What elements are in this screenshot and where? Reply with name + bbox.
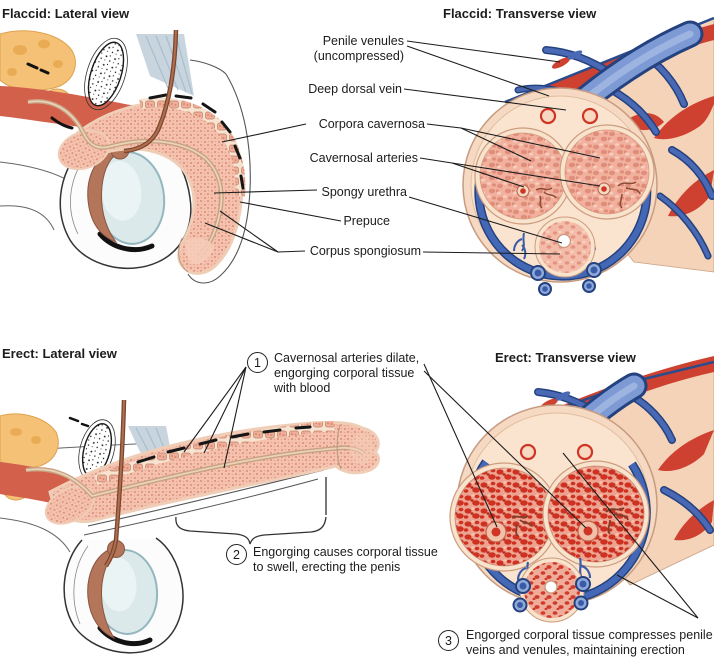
label-deep-dorsal-vein: Deep dorsal vein — [308, 82, 402, 96]
penile-skin-contour — [187, 73, 251, 284]
spongy-urethra-lumen — [544, 580, 558, 594]
erect-shaft — [48, 420, 380, 523]
urethral-vessels — [530, 262, 602, 296]
corpus-cavernosum-left — [479, 132, 567, 220]
corpus-cavernosum-right — [564, 129, 650, 215]
dorsal-artery — [519, 443, 537, 461]
label-prepuce: Prepuce — [343, 214, 390, 228]
helicine-arteries — [511, 507, 629, 537]
engorged-corpus-cavernosum-left — [454, 467, 554, 567]
label-penile-venules: Penile venules (uncompressed) — [313, 34, 404, 63]
label-corpora-cavernosa: Corpora cavernosa — [318, 117, 425, 131]
prepuce-fold — [178, 237, 189, 273]
helicine-arteries — [535, 181, 641, 209]
panel-title-flaccid-lateral: Flaccid: Lateral view — [2, 6, 130, 21]
annotation-2-number: 2 — [233, 547, 240, 562]
pelvic-fat — [0, 413, 59, 469]
pelvic-fat — [0, 30, 76, 91]
compressed-vein-dashes — [136, 425, 312, 464]
suspensory-ligament — [136, 34, 194, 96]
dorsal-artery — [539, 107, 557, 125]
epididymis — [87, 547, 122, 640]
engorged-corpus-cavernosum-right — [547, 465, 645, 563]
panel-title-erect-transverse: Erect: Transverse view — [495, 350, 636, 365]
panel-title-erect-lateral: Erect: Lateral view — [2, 346, 117, 361]
annotation-2-text: Engorging causes corporal tissue to swel… — [253, 545, 438, 574]
epididymis — [87, 147, 124, 244]
label-corpus-spongiosum: Corpus spongiosum — [309, 244, 421, 258]
dorsal-artery — [576, 443, 594, 461]
label-spongy-urethra: Spongy urethra — [321, 185, 407, 199]
annotation-1-text: Cavernosal arteries dilate, engorging co… — [274, 351, 420, 395]
pubic-bone — [84, 37, 128, 111]
annotation-bracket — [175, 477, 327, 545]
annotation-1-number: 1 — [254, 355, 261, 370]
testis — [93, 549, 159, 635]
annotation-3-text: Engorged corporal tissue compresses peni… — [466, 628, 713, 657]
spongy-urethra-lumen — [556, 233, 572, 249]
leader-lines — [183, 40, 699, 619]
glans — [185, 238, 214, 265]
flaccid-lateral-illustration — [0, 29, 251, 284]
erect-transverse-illustration — [449, 356, 714, 623]
label-cavernosal-arteries: Cavernosal arteries — [309, 151, 418, 165]
dorsal-vein-dashes — [148, 93, 245, 190]
glans-fold — [336, 424, 342, 470]
panel-title-flaccid-transverse: Flaccid: Transverse view — [443, 6, 597, 21]
annotation-3-badge: 3 — [438, 630, 459, 651]
urethral-vessels — [512, 576, 591, 613]
erect-lateral-illustration — [0, 399, 380, 654]
annotation-1-badge: 1 — [247, 352, 268, 373]
dorsal-artery — [581, 107, 599, 125]
annotation-2-badge: 2 — [226, 544, 247, 565]
penile-venule — [552, 57, 570, 69]
testis — [94, 151, 166, 245]
annotation-3-number: 3 — [445, 633, 452, 648]
glans — [350, 433, 374, 465]
